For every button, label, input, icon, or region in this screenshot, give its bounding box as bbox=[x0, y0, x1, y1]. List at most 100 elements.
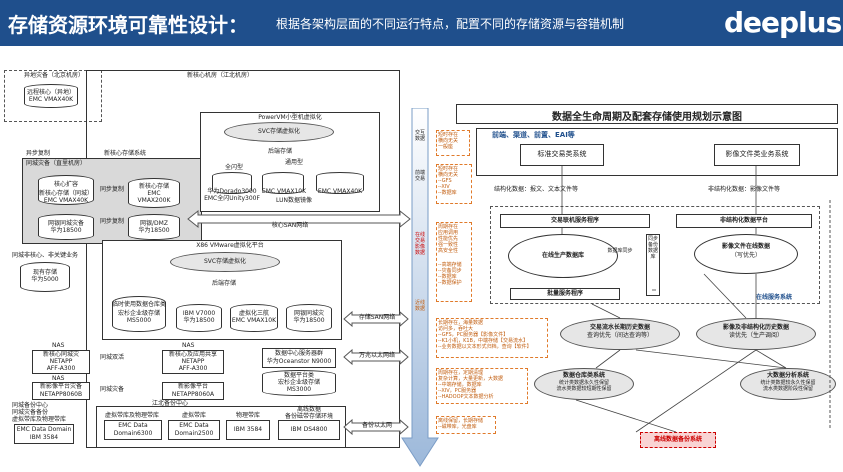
vmax10k-storage bbox=[262, 172, 304, 194]
new-dmz-nas-main-model: NETAPP8060A bbox=[171, 391, 215, 398]
data-platform-label: 数据平台类 bbox=[283, 372, 314, 379]
std-sys-label: 标准交易类系统 bbox=[537, 150, 587, 158]
offline-env: 备份磁带存储环境 bbox=[284, 413, 333, 420]
hist-txn-label: 交易流水长期历史数据 bbox=[589, 324, 650, 331]
std-sys-box bbox=[520, 144, 604, 166]
non-key-storage-model: 华为5000 bbox=[31, 276, 59, 283]
temp-mid-label-c: MS5000 bbox=[126, 317, 152, 324]
dorado-label: 华为Dorado3000 bbox=[207, 188, 257, 195]
net-dmz-label: 网银同城灾备 bbox=[47, 220, 84, 227]
txn-service-box bbox=[500, 214, 650, 228]
img-sys-box bbox=[714, 144, 800, 166]
ibm-v7000-label: IBM V7000 bbox=[182, 310, 216, 317]
net-same-label: 网银同城灾 bbox=[293, 310, 324, 317]
img-online-label: 影像文件在线数据 bbox=[721, 243, 770, 250]
page-subtitle: 根据各架构层面的不同运行特点，配置不同的存储资源与容错机制 bbox=[276, 17, 625, 31]
svc-virt-1-label: SVC存储虚拟化 bbox=[257, 128, 301, 135]
offline-model: IBM DS4800 bbox=[290, 426, 328, 433]
note-3-line-3: 强一致性 bbox=[438, 242, 459, 248]
new-core-same-city-model: EMC VMAX40K bbox=[43, 197, 89, 204]
note-3-line-1: 应用调用 bbox=[438, 230, 459, 236]
data-center-nas-model: 华为Oceanstor N9000 bbox=[266, 358, 332, 365]
jiangbei-room-label: 新核心机房（江北机房） bbox=[186, 72, 253, 79]
ibm-v7000-storage bbox=[176, 304, 222, 332]
remote-core-storage bbox=[24, 84, 78, 108]
dw-sub-b: 流水类数据较短期性保留 bbox=[556, 386, 612, 392]
core-san-arrow bbox=[187, 209, 411, 229]
note-3-line-9: --数据保护 bbox=[438, 280, 462, 286]
note-5-line-4: --HADOOP文本数据分析 bbox=[438, 394, 494, 400]
unstruct-platform-label: 非结构化数据平台 bbox=[719, 217, 768, 224]
new-core-storage-2-label: 新核心存储 bbox=[138, 183, 169, 190]
non-key-label: 同城非核心、非关键业务 bbox=[12, 252, 79, 259]
net-same-model: 华为18500 bbox=[293, 317, 325, 324]
note-3-line-7: --灾备同步 bbox=[438, 268, 462, 274]
note-6-line-1: --磁带库，光盘库 bbox=[438, 424, 477, 430]
hist-img-sub: 读优先（生产调阅） bbox=[728, 332, 783, 339]
batch-service-box bbox=[510, 288, 620, 300]
offline-backup-box bbox=[640, 432, 716, 448]
svc-virt-1 bbox=[224, 122, 334, 142]
note-4-line-0: 长期存在，海量数据 bbox=[438, 320, 484, 326]
note-4-line-1: 访问多，吞吐大 bbox=[438, 326, 474, 332]
lun-mirror-label: LUN数据镜像 bbox=[276, 197, 312, 204]
note-2-line-1: 横向无关 bbox=[438, 172, 459, 178]
nas-2-label: NAS bbox=[182, 342, 195, 349]
bigdata-label: 大数据分析系统 bbox=[766, 372, 809, 379]
offline-box bbox=[278, 420, 340, 440]
virt-model: EMC VMAX10K bbox=[231, 317, 277, 324]
v-label-2: 在线交易 影像数据 bbox=[414, 232, 425, 256]
jiangbei-backup-label: 同城备份中心 bbox=[12, 402, 49, 409]
core-expand-label: 核心扩容 bbox=[53, 181, 78, 188]
vtl2-model: Domain2500 bbox=[174, 430, 214, 437]
backup-site-box bbox=[14, 424, 74, 444]
new-core-nas-main-brand: NETAPP bbox=[181, 358, 205, 365]
backup-arrow-label: 备份以太网 bbox=[361, 422, 392, 429]
bigdata-ellipse bbox=[740, 368, 836, 400]
note-3-line-0: 周期存在 bbox=[438, 224, 459, 230]
data-center-nas-label: 数据中心服务器群 bbox=[274, 350, 323, 357]
note-5-line-1: 复杂计算，大量更新，大数据 bbox=[438, 376, 504, 382]
remote-room-frame bbox=[4, 70, 102, 122]
x86-title: X86 VMware虚拟化平台 bbox=[196, 242, 264, 249]
note-2-line-0: 短时存在 bbox=[438, 166, 459, 172]
lifecycle-title: 数据全生命周期及配套存储使用规划示意图 bbox=[552, 112, 742, 123]
nas-arrow-label: 万兆以太网络 bbox=[358, 352, 395, 359]
net-dmz-right-storage bbox=[128, 214, 180, 240]
sync-rep-2-label: 同步复制 bbox=[100, 218, 125, 225]
vtl2-box bbox=[168, 420, 220, 440]
data-platform-model: MS3000 bbox=[286, 386, 312, 393]
offline-backup-label: 离线数据备份系统 bbox=[653, 436, 702, 443]
core-expand-storage bbox=[38, 175, 94, 205]
img-online-sub: （写优先） bbox=[730, 252, 761, 259]
backup-site-model-b: IBM 3584 bbox=[29, 434, 59, 441]
offline-label: 离线数据 bbox=[296, 406, 321, 413]
new-dmz-nas-model: NETAPP8060B bbox=[39, 391, 83, 398]
unity-label: EMC全闪Unity300F bbox=[204, 195, 260, 202]
ibm-v7000-model: 华为18500 bbox=[183, 317, 215, 324]
note-2-line-4: --数据库 bbox=[438, 190, 457, 196]
new-dmz-nas bbox=[32, 382, 90, 400]
storage-san-label: 存储SAN网络 bbox=[358, 314, 396, 321]
v-label-1: 前端交易 bbox=[414, 170, 425, 182]
backend-storage-1-label: 后端存储 bbox=[267, 148, 292, 155]
note-2 bbox=[436, 164, 472, 204]
note-4-line-3: --K1小机，K1B，中端存储【交易流水】 bbox=[438, 338, 528, 344]
bigdata-sub-a: 统计类数据较永久性保留 bbox=[760, 380, 816, 386]
virt-storage bbox=[230, 304, 278, 332]
vmax40k-label: EMC VMAX40K bbox=[317, 188, 363, 195]
vtl2-label: 虚拟带库 bbox=[181, 412, 206, 419]
nas-1-label: NAS bbox=[52, 342, 65, 349]
new-core-nas-main bbox=[162, 350, 224, 374]
db-sync-label: 数据库同步 bbox=[607, 248, 633, 254]
note-4 bbox=[436, 318, 548, 358]
svc-virt-2 bbox=[170, 252, 280, 272]
note-4-line-2: --GFS，PC服务器【影像文件】 bbox=[438, 332, 509, 338]
online-db-cylinder bbox=[508, 234, 618, 278]
net-dmz-storage bbox=[38, 214, 94, 240]
new-core-nas-dr bbox=[32, 350, 90, 374]
new-core-nas-main-label: 新核心及应用共享 bbox=[168, 351, 217, 358]
online-service-label: 在线服务系统 bbox=[756, 294, 793, 301]
new-core-storage-2-model-a: EMC bbox=[147, 190, 161, 197]
v-label-0: 交互数据 bbox=[414, 130, 425, 142]
